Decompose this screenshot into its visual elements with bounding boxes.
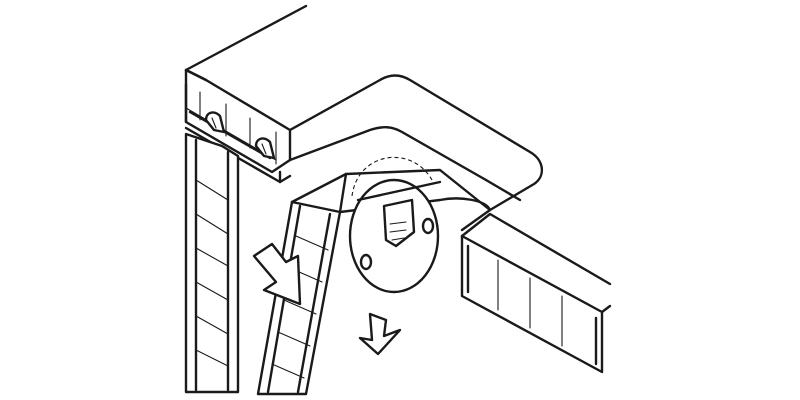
- corner-connector-fitting: [338, 156, 492, 294]
- push-down-arrow: [358, 312, 402, 356]
- left-side-panel: [184, 132, 240, 394]
- rail-slot-clips: [204, 111, 276, 160]
- worktop-surface: [288, 74, 543, 212]
- right-rail-profile: [460, 212, 612, 374]
- insert-direction-arrow: [252, 242, 302, 306]
